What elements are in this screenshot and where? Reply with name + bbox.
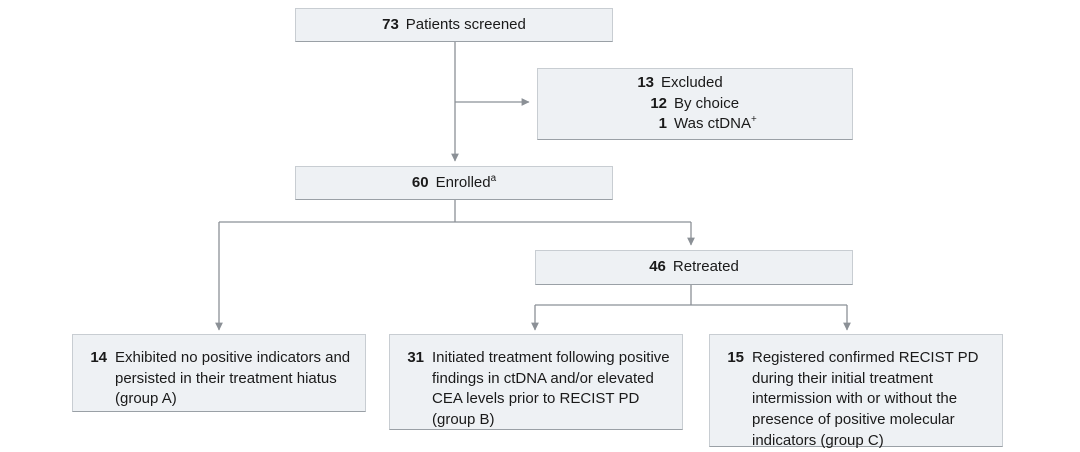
node-retreated: 46 Retreated <box>535 250 853 285</box>
node-retreated-row: 46 Retreated <box>649 257 739 278</box>
node-enrolled-count: 60 <box>411 173 429 191</box>
node-retreated-count: 46 <box>649 258 666 276</box>
node-patients-screened: 73 Patients screened <box>295 8 613 42</box>
node-excluded-line-total: 13 Excluded <box>624 73 766 94</box>
node-excluded: 13 Excluded 12 By choice 1 Was ctDNA+ <box>537 68 853 140</box>
node-excluded-total-count: 13 <box>637 73 654 91</box>
node-group-b-count: 31 <box>407 349 424 366</box>
node-group-b: 31 Initiated treatment following positiv… <box>389 334 683 430</box>
node-patients-screened-row: 73 Patients screened <box>382 15 526 36</box>
node-patients-screened-count: 73 <box>382 15 399 33</box>
node-retreated-label: Retreated <box>672 258 739 276</box>
node-group-a-label: Exhibited no positive indicators and per… <box>115 349 351 408</box>
node-excluded-by-choice-count: 12 <box>650 94 667 112</box>
node-group-c-count: 15 <box>727 349 744 366</box>
node-group-b-label: Initiated treatment following positive f… <box>432 349 670 429</box>
node-excluded-line-by-choice: 12 By choice <box>611 94 779 115</box>
node-group-c: 15 Registered confirmed RECIST PD during… <box>709 334 1003 449</box>
node-patients-screened-label: Patients screened <box>405 15 526 33</box>
node-excluded-ctdna-label: Was ctDNA+ <box>674 114 757 133</box>
node-excluded-stack: 13 Excluded 12 By choice 1 Was ctDNA+ <box>538 69 852 139</box>
node-excluded-line-ctdna: 1 Was ctDNA+ <box>611 114 779 135</box>
node-group-a-count: 14 <box>90 349 107 366</box>
node-group-a: 14 Exhibited no positive indicators and … <box>72 334 366 412</box>
node-excluded-by-choice-label: By choice <box>674 94 740 112</box>
node-excluded-ctdna-count: 1 <box>658 115 667 133</box>
node-group-c-label: Registered confirmed RECIST PD during th… <box>752 349 979 449</box>
node-enrolled-row: 60 Enrolleda <box>412 173 496 194</box>
node-enrolled-label: Enrolleda <box>435 172 497 191</box>
node-enrolled-footnote-marker: a <box>490 172 497 184</box>
node-enrolled: 60 Enrolleda <box>295 166 613 200</box>
node-excluded-ctdna-superscript: + <box>750 114 757 126</box>
node-excluded-total-label: Excluded <box>661 73 723 91</box>
